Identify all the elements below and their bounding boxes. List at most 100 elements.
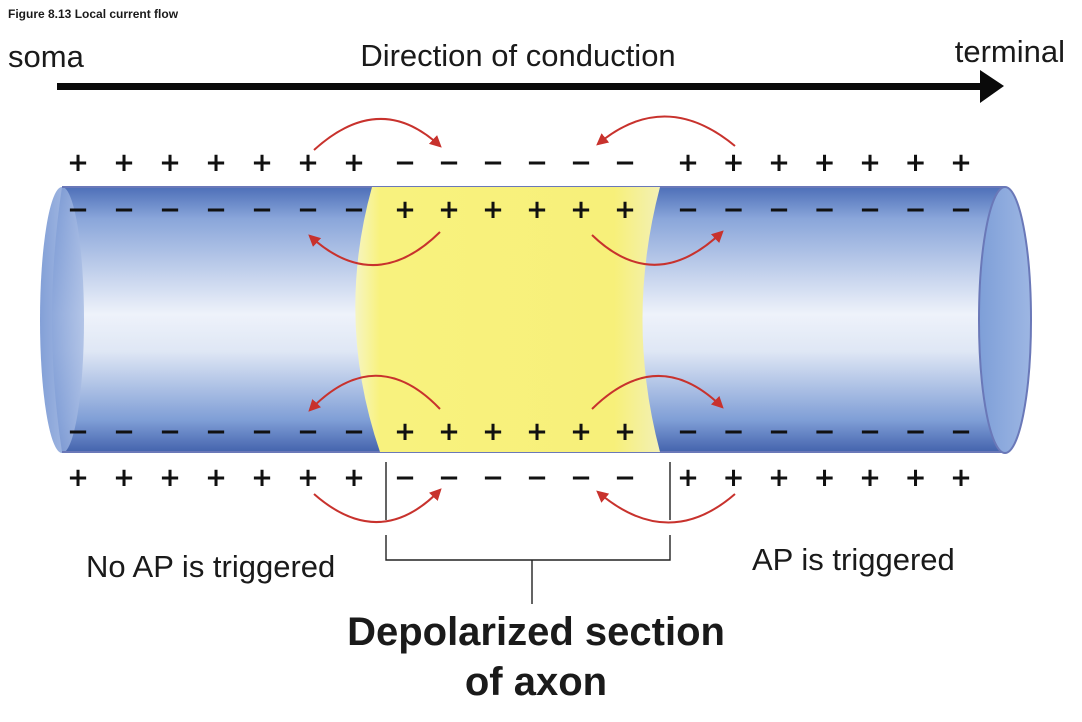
- charge-top-inner-left-5: −: [297, 195, 319, 225]
- charge-bottom-outer-middle-0: −: [394, 463, 416, 493]
- depolarized-region: [355, 187, 660, 452]
- charge-bottom-outer-left-0: +: [67, 463, 89, 493]
- charge-bottom-outer-left-4: +: [251, 463, 273, 493]
- charge-bottom-inner-right-2: −: [768, 417, 790, 447]
- charge-bottom-outer-right-2: +: [768, 463, 790, 493]
- charge-top-inner-middle-1: +: [438, 195, 460, 225]
- charge-top-outer-middle-2: −: [482, 148, 504, 178]
- current-arrow-bottom-left-inner: [308, 374, 441, 412]
- charge-top-outer-left-6: +: [343, 148, 365, 178]
- current-arrow-top-left-inner: [308, 231, 441, 266]
- charge-bottom-inner-left-0: −: [67, 417, 89, 447]
- charge-top-outer-left-3: +: [205, 148, 227, 178]
- charge-bottom-inner-middle-2: +: [482, 417, 504, 447]
- charge-bottom-inner-right-6: −: [950, 417, 972, 447]
- charge-top-inner-left-0: −: [67, 195, 89, 225]
- charge-bottom-inner-left-5: −: [297, 417, 319, 447]
- charge-bottom-outer-left-1: +: [113, 463, 135, 493]
- charge-top-outer-right-4: +: [859, 148, 881, 178]
- charge-bottom-outer-middle-2: −: [482, 463, 504, 493]
- charge-top-inner-left-3: −: [205, 195, 227, 225]
- charge-top-inner-middle-2: +: [482, 195, 504, 225]
- charge-bottom-inner-right-3: −: [814, 417, 836, 447]
- charge-top-inner-right-6: −: [950, 195, 972, 225]
- charge-bottom-inner-right-1: −: [723, 417, 745, 447]
- charge-bottom-outer-right-6: +: [950, 463, 972, 493]
- charge-bottom-outer-left-6: +: [343, 463, 365, 493]
- local-current-arrows: [308, 115, 736, 524]
- charge-bottom-inner-right-4: −: [859, 417, 881, 447]
- depolarized-bracket: [385, 462, 671, 604]
- charge-top-outer-middle-5: −: [614, 148, 636, 178]
- charge-bottom-outer-middle-1: −: [438, 463, 460, 493]
- charge-top-inner-right-0: −: [677, 195, 699, 225]
- charge-top-inner-middle-5: +: [614, 195, 636, 225]
- charge-top-outer-middle-0: −: [394, 148, 416, 178]
- membrane-charges: +++++++−−−−−−+++++++−−−−−−−++++++−−−−−−−…: [67, 148, 972, 493]
- charge-bottom-outer-middle-3: −: [526, 463, 548, 493]
- charge-top-outer-right-5: +: [905, 148, 927, 178]
- terminal-label: terminal: [955, 34, 1065, 69]
- ap-label: AP is triggered: [752, 542, 955, 577]
- charge-bottom-outer-right-4: +: [859, 463, 881, 493]
- charge-top-outer-middle-4: −: [570, 148, 592, 178]
- charge-top-inner-left-6: −: [343, 195, 365, 225]
- charge-top-outer-right-0: +: [677, 148, 699, 178]
- current-arrow-bottom-right-inner: [591, 375, 724, 410]
- charge-bottom-outer-right-3: +: [814, 463, 836, 493]
- charge-top-inner-left-1: −: [113, 195, 135, 225]
- soma-label: soma: [8, 39, 85, 74]
- charge-bottom-inner-middle-4: +: [570, 417, 592, 447]
- charge-top-inner-right-1: −: [723, 195, 745, 225]
- current-arrow-bottom-left-outer: [313, 488, 442, 523]
- charge-top-outer-right-3: +: [814, 148, 836, 178]
- charge-top-inner-middle-0: +: [394, 195, 416, 225]
- charge-bottom-inner-right-0: −: [677, 417, 699, 447]
- charge-bottom-inner-left-3: −: [205, 417, 227, 447]
- charge-bottom-inner-left-6: −: [343, 417, 365, 447]
- charge-top-inner-left-2: −: [159, 195, 181, 225]
- charge-top-outer-middle-1: −: [438, 148, 460, 178]
- charge-top-outer-left-5: +: [297, 148, 319, 178]
- charge-bottom-inner-middle-5: +: [614, 417, 636, 447]
- charge-top-outer-left-2: +: [159, 148, 181, 178]
- charge-top-outer-right-1: +: [723, 148, 745, 178]
- charge-bottom-outer-left-3: +: [205, 463, 227, 493]
- current-arrow-bottom-right-outer: [596, 490, 736, 524]
- charge-top-inner-right-2: −: [768, 195, 790, 225]
- charge-bottom-inner-left-1: −: [113, 417, 135, 447]
- charge-top-outer-right-6: +: [950, 148, 972, 178]
- charge-top-inner-left-4: −: [251, 195, 273, 225]
- charge-bottom-inner-middle-0: +: [394, 417, 416, 447]
- direction-label: Direction of conduction: [360, 38, 675, 73]
- charge-top-inner-right-4: −: [859, 195, 881, 225]
- charge-bottom-inner-right-5: −: [905, 417, 927, 447]
- no-ap-label: No AP is triggered: [86, 549, 335, 584]
- charge-top-outer-left-0: +: [67, 148, 89, 178]
- charge-bottom-outer-right-5: +: [905, 463, 927, 493]
- charge-bottom-inner-middle-3: +: [526, 417, 548, 447]
- charge-top-outer-right-2: +: [768, 148, 790, 178]
- charge-bottom-outer-middle-5: −: [614, 463, 636, 493]
- charge-bottom-inner-left-4: −: [251, 417, 273, 447]
- current-arrow-top-right-outer: [596, 115, 736, 147]
- charge-bottom-outer-left-2: +: [159, 463, 181, 493]
- charge-top-inner-right-5: −: [905, 195, 927, 225]
- figure-title: Figure 8.13 Local current flow: [8, 7, 179, 21]
- current-arrow-top-right-inner: [591, 230, 724, 266]
- charge-top-inner-middle-4: +: [570, 195, 592, 225]
- charge-bottom-outer-left-5: +: [297, 463, 319, 493]
- depolarized-label-line2: of axon: [465, 660, 607, 704]
- current-arrow-top-left-outer: [313, 118, 442, 151]
- charge-top-outer-left-4: +: [251, 148, 273, 178]
- charge-bottom-outer-right-1: +: [723, 463, 745, 493]
- depolarized-label-line1: Depolarized section: [347, 610, 725, 654]
- charge-top-outer-left-1: +: [113, 148, 135, 178]
- direction-arrow: [57, 70, 1004, 103]
- charge-bottom-outer-right-0: +: [677, 463, 699, 493]
- charge-bottom-outer-middle-4: −: [570, 463, 592, 493]
- charge-bottom-inner-middle-1: +: [438, 417, 460, 447]
- charge-bottom-inner-left-2: −: [159, 417, 181, 447]
- charge-top-outer-middle-3: −: [526, 148, 548, 178]
